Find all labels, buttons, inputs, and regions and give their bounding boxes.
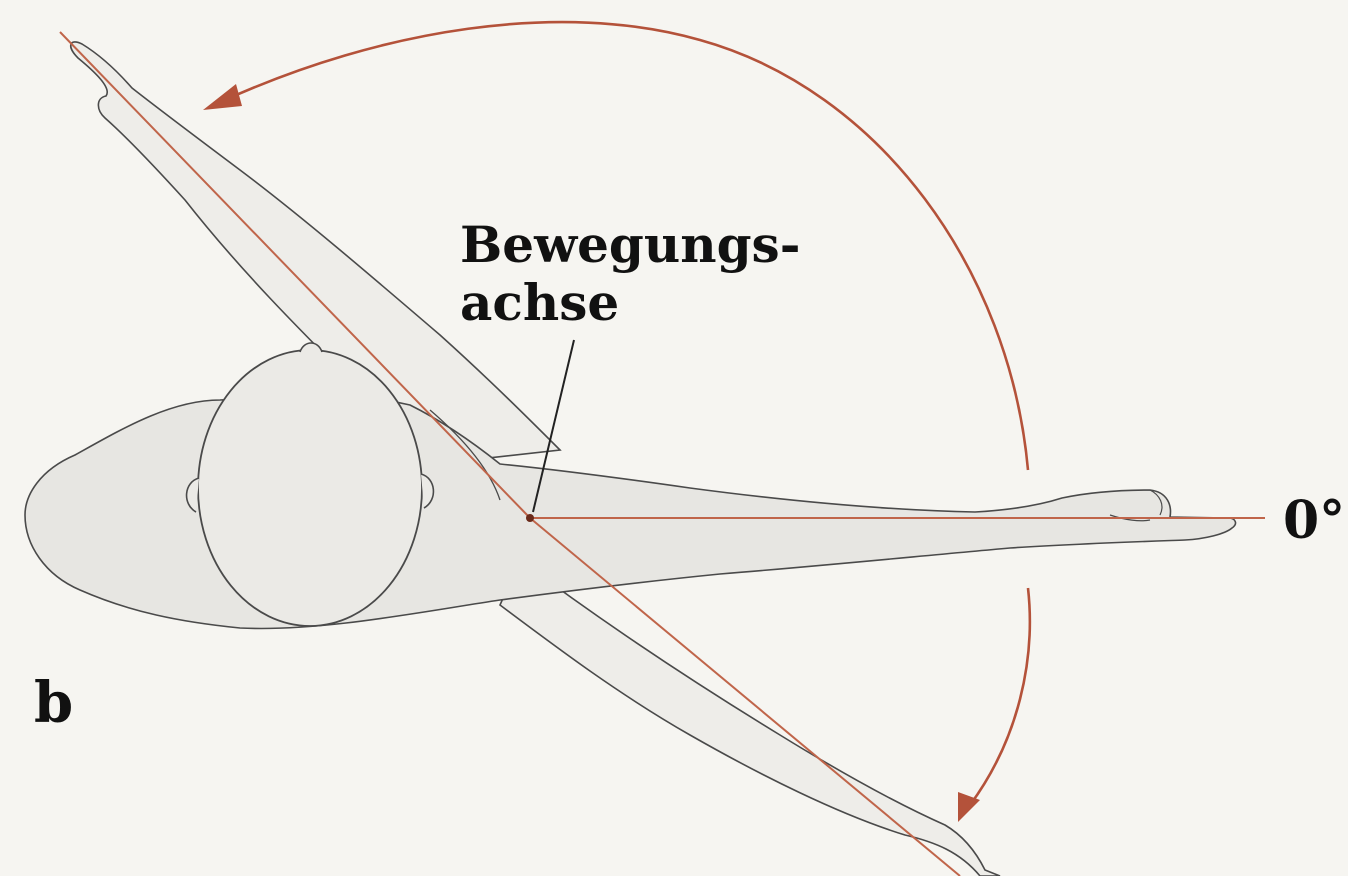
axis-label-line2: achse <box>460 273 619 332</box>
rotation-axis-point <box>526 514 534 522</box>
axis-label-line1: Bewegungs- <box>460 215 800 274</box>
zero-degree-label: 0° <box>1283 490 1345 551</box>
head <box>198 350 422 626</box>
panel-letter: b <box>34 670 73 736</box>
lowered-arm <box>500 560 1000 876</box>
abduction-arrowhead <box>203 84 242 110</box>
adduction-arc-arrow <box>970 588 1030 805</box>
